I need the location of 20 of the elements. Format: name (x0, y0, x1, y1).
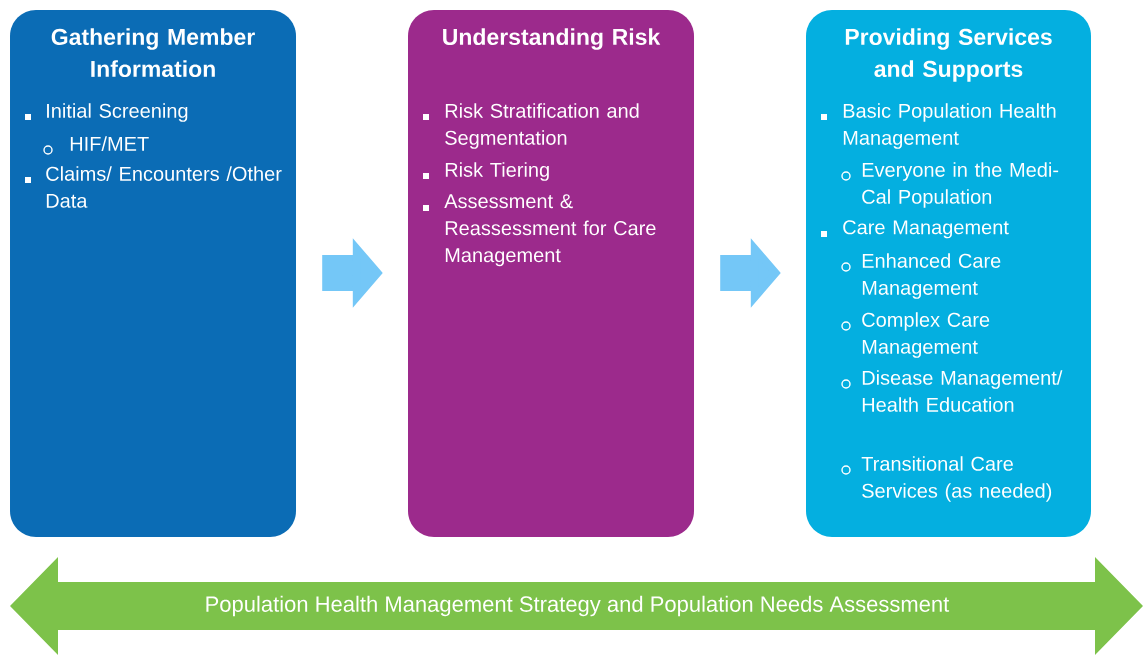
bullet-item: Disease Management/ Health Education (862, 370, 1063, 412)
bullet-item: Basic Population Health Management (843, 103, 1056, 149)
bullet-item: Risk Stratification and Segmentation (445, 103, 639, 149)
box-title: Gathering Member Information (51, 28, 255, 78)
bullet-item: Care Management (843, 220, 1009, 239)
bullet-item: Risk Tiering (445, 162, 549, 181)
process-box (10, 10, 296, 537)
double-arrow-band: Population Health Management Strategy and Population Needs Assessment (10, 557, 1143, 655)
box-title: Understanding Risk (443, 28, 661, 50)
process-box (806, 10, 1091, 537)
bullet-item: Assessment & Reassessment for Care Management (444, 194, 656, 267)
box-title: Providing Services and Supports (845, 28, 1052, 82)
bullet-item: Everyone in the Medi-Cal Population (862, 162, 1059, 208)
process-box (408, 10, 694, 537)
bullet-item: Enhanced Care Management (862, 253, 1001, 299)
bullet-item: HIF/MET (70, 136, 149, 151)
bullet-item: Complex Care Management (862, 312, 990, 358)
bullet-item: Initial Screening (47, 103, 188, 122)
bullet-item: Claims/ Encounters /Other Data (46, 166, 282, 208)
bullet-item: Transitional Care Services (as needed) (861, 456, 1052, 502)
